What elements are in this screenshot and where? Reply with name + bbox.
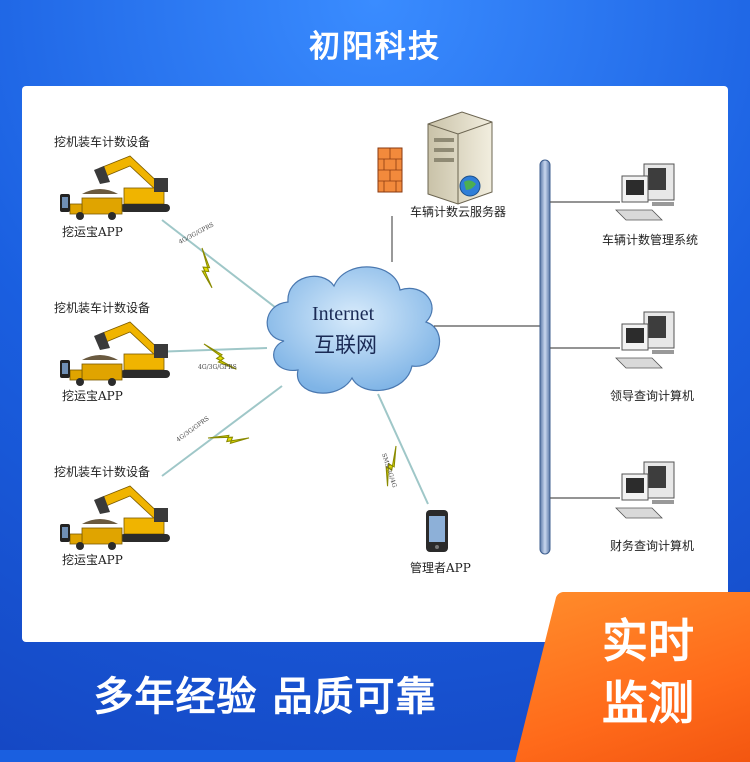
link-label: 4G/3G/GPRS [198, 364, 237, 371]
wireless-bolt-icon [207, 417, 250, 459]
slogan-text: 多年经验 品质可靠 [93, 674, 437, 720]
internet-label-cn: 互联网 [314, 333, 377, 357]
client-2: 领导查询计算机 [610, 311, 694, 403]
link-line-manager [377, 393, 429, 505]
badge-line-2: 监测 [602, 676, 694, 730]
phone-icon [426, 510, 448, 552]
client-label: 车辆计数管理系统 [602, 232, 698, 247]
server-icon [427, 111, 493, 205]
device-group-3: 挖机装车计数设备 挖运宝APP [54, 464, 171, 567]
link-label: 4G/3G/GPRS [178, 221, 215, 245]
firewall-icon [377, 147, 403, 193]
client-3: 财务查询计算机 [610, 461, 694, 553]
computer-icon [615, 461, 675, 519]
computer-icon [615, 163, 675, 221]
link-line-device-1 [161, 219, 281, 312]
network-diagram-card: 4G/3G/GPRS 4G/3G/GPRS 4G/3G/GPRS SMS/3G/… [22, 86, 728, 642]
device-title: 挖机装车计数设备 [54, 300, 150, 315]
link-label: 4G/3G/GPRS [175, 415, 210, 443]
server-label: 车辆计数云服务器 [410, 204, 506, 219]
client-label: 领导查询计算机 [610, 388, 694, 403]
device-app-label: 挖运宝APP [62, 388, 123, 403]
slogan-bar: 多年经验 品质可靠 [30, 652, 500, 734]
internet-cloud-icon [266, 266, 441, 394]
badge-line-1: 实时 [602, 614, 694, 668]
link-line-device-2 [151, 347, 268, 353]
computer-icon [615, 311, 675, 369]
device-group-2: 挖机装车计数设备 挖运宝APP [54, 300, 171, 403]
excavator-icon [59, 485, 171, 551]
link-line-device-3 [161, 385, 283, 477]
device-title: 挖机装车计数设备 [54, 464, 150, 479]
client-label: 财务查询计算机 [610, 538, 694, 553]
device-title: 挖机装车计数设备 [54, 134, 150, 149]
excavator-icon [59, 321, 171, 387]
company-title: 初阳科技 [309, 28, 441, 65]
network-backbone-bar [539, 159, 551, 555]
header: 初阳科技 [0, 0, 750, 86]
manager-app-label: 管理者APP [410, 560, 471, 575]
excavator-icon [59, 155, 171, 221]
network-diagram: 4G/3G/GPRS 4G/3G/GPRS 4G/3G/GPRS SMS/3G/… [54, 111, 698, 575]
device-app-label: 挖运宝APP [62, 224, 123, 239]
client-1: 车辆计数管理系统 [602, 163, 698, 247]
device-app-label: 挖运宝APP [62, 552, 123, 567]
internet-label-en: Internet [312, 303, 375, 325]
device-group-1: 挖机装车计数设备 挖运宝APP [54, 134, 171, 239]
realtime-badge-text: 实时 监测 [568, 610, 728, 734]
